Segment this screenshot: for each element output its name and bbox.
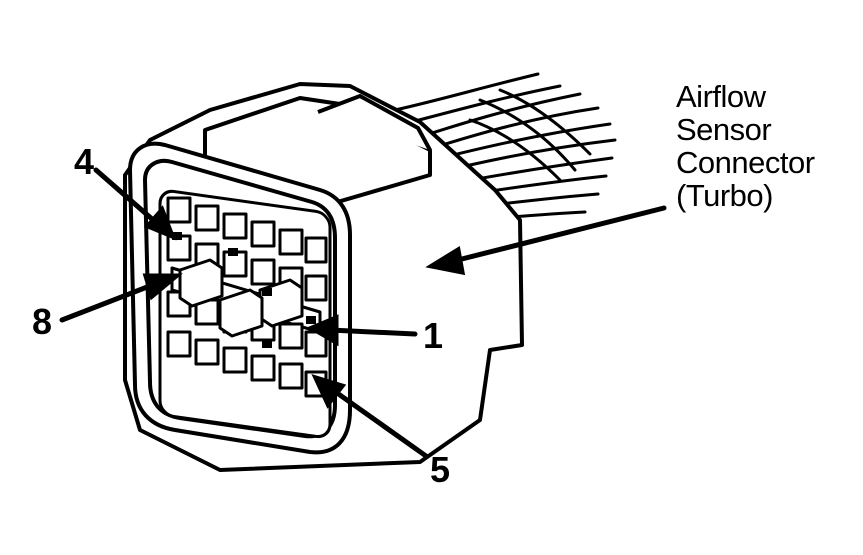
pin-label-4: 4 <box>74 141 95 182</box>
pin-cavities <box>158 189 332 439</box>
pin-label-8: 8 <box>32 301 53 342</box>
pin-label-5: 5 <box>430 449 451 490</box>
title-line-4: (Turbo) <box>676 178 773 213</box>
leader-lines <box>59 167 667 459</box>
pin-label-1: 1 <box>423 315 444 356</box>
title-line-2: Sensor <box>676 112 772 147</box>
connector-title: Airflow Sensor Connector (Turbo) <box>676 80 856 212</box>
title-line-1: Airflow <box>676 79 766 114</box>
title-line-3: Connector <box>676 145 815 180</box>
